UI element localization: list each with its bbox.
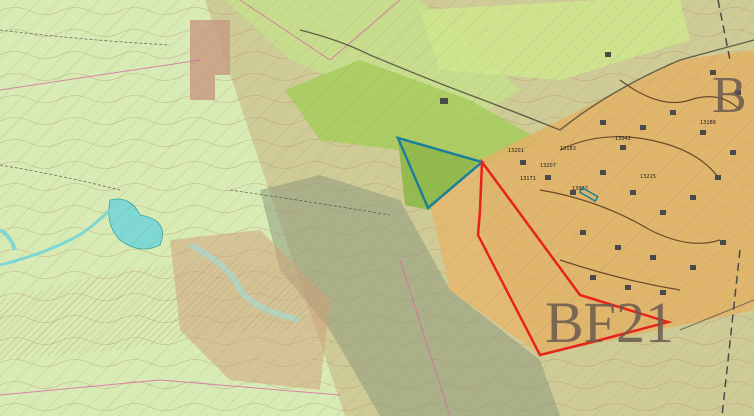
- plot-label: 13186: [700, 120, 716, 126]
- dashed-trails: [0, 29, 391, 216]
- zone-boundary-dashed: [717, 0, 741, 416]
- plot-label: 13201: [508, 148, 524, 154]
- plot-number-labels: 13201 13207 13183 13982 13215 13171 1304…: [508, 120, 716, 192]
- zone-label-partial: B: [712, 67, 747, 124]
- plot-label: 13215: [640, 174, 656, 180]
- plot-label: 13183: [560, 146, 576, 152]
- blue-marker[interactable]: [578, 186, 599, 203]
- red-planning-boundary[interactable]: [476, 158, 673, 357]
- plot-label: 13171: [520, 176, 536, 182]
- pink-property-lines: [0, 0, 451, 416]
- house-symbols: [440, 52, 741, 295]
- plot-label: 13207: [540, 163, 556, 169]
- residential-cluster: [539, 79, 741, 291]
- zone-boundary-line: [679, 299, 754, 331]
- access-road[interactable]: [299, 29, 754, 131]
- zone-label-main: BF21: [545, 290, 674, 355]
- blue-boundary-triangle[interactable]: [395, 136, 485, 211]
- plot-label: 13042: [615, 136, 631, 142]
- plot-label: 13982: [572, 186, 588, 192]
